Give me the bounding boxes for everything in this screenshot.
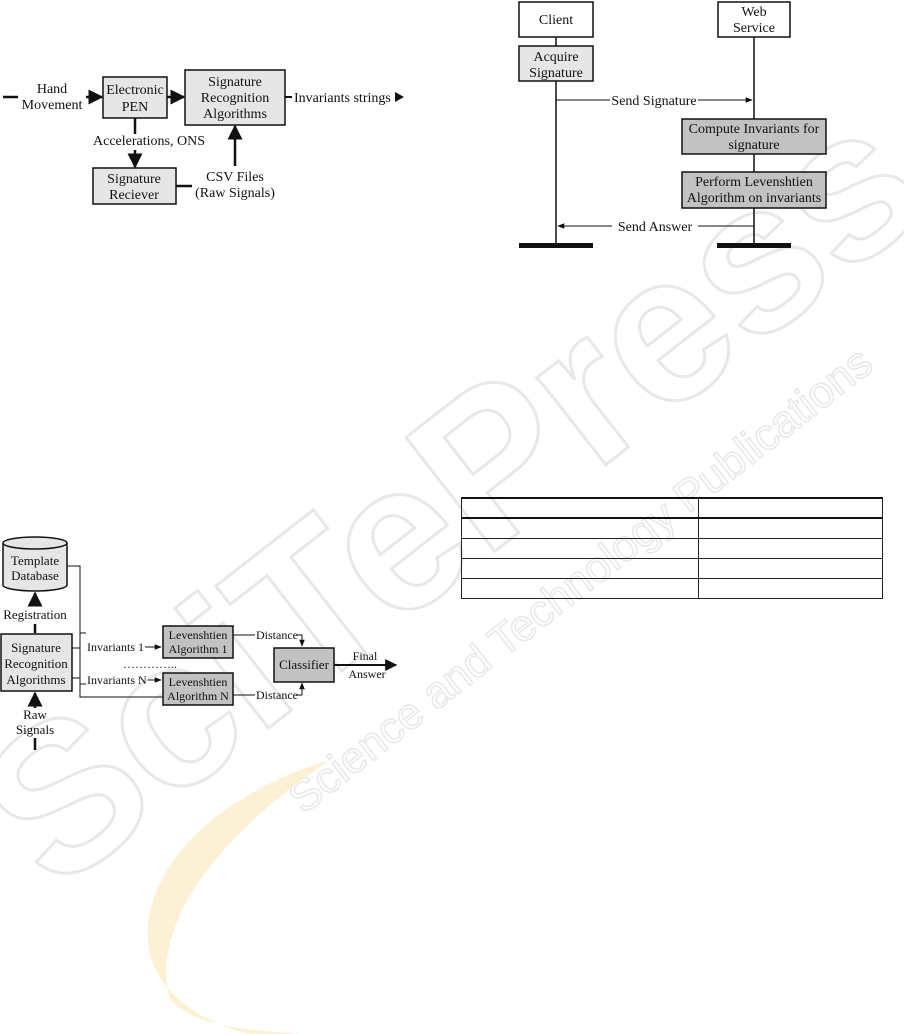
fig3-levn-label-2: Algorithm N: [167, 689, 229, 703]
fig1-pen-label-1: Electronic: [106, 83, 164, 98]
fig3-raw-label-2: Signals: [16, 722, 54, 737]
fig3-classifier-box: [273, 647, 335, 683]
fig2-acquire-label-1: Acquire: [533, 50, 578, 65]
fig3-verification-diagram: Template Database Registration Signature…: [0, 536, 398, 750]
fig3-lev1-label-1: Levenshtien: [169, 628, 228, 642]
table-cell: [461, 517, 699, 539]
fig2-webservice-box: [717, 1, 791, 38]
fig1-algo-label-2: Recognition: [201, 91, 269, 106]
table-cell: [698, 538, 883, 559]
fig2-web-label-1: Web: [741, 5, 766, 20]
fig1-csv-label-1: CSV Files: [206, 170, 264, 185]
fig3-lev1-label-2: Algorithm 1: [169, 642, 228, 656]
fig3-dots-label: …………..: [123, 657, 177, 671]
fig1-algo-label-3: Algorithms: [203, 107, 267, 122]
fig2-send-signature-label: Send Signature: [611, 94, 696, 109]
table-row: [461, 538, 883, 559]
fig2-perform-label-1: Perform Levenshtien: [695, 175, 813, 190]
fig2-perform-label-2: Algorithm on invariants: [687, 191, 822, 206]
fig3-levenshtien-1-box: [162, 625, 234, 659]
fig1-output-arrowhead: [395, 92, 404, 102]
fig2-acquire-box: [518, 45, 594, 82]
fig3-algo-label-3: Algorithms: [6, 672, 65, 687]
fig1-receiver-label-2: Reciever: [109, 188, 159, 203]
fig3-distance-1-label: Distance: [256, 628, 298, 642]
table-row: [461, 517, 883, 539]
fig1-pen-label-2: PEN: [122, 100, 148, 115]
fig1-algo-label-1: Signature: [208, 75, 262, 90]
fig3-algo-label-1: Signature: [11, 640, 61, 655]
fig2-client-box: [518, 1, 594, 38]
fig2-compute-box: [681, 118, 827, 155]
fig1-csv-label-2: (Raw Signals): [195, 186, 275, 201]
fig1-pen-box: [102, 76, 168, 119]
fig2-client-end-bar: [519, 243, 593, 248]
fig3-invariants-n-label: Invariants N: [87, 673, 147, 687]
fig2-perform-box: [681, 171, 827, 209]
fig2-web-label-2: Service: [733, 21, 775, 36]
fig3-db-label-1: Template: [11, 553, 59, 568]
fig3-final-label-2: Answer: [348, 667, 385, 681]
fig3-classifier-label: Classifier: [279, 657, 329, 672]
fig2-webservice-end-bar: [717, 243, 791, 248]
table-row: [461, 558, 883, 579]
table-row: [461, 578, 883, 599]
table-cell: [461, 538, 699, 559]
fig3-levenshtien-n-box: [162, 672, 234, 706]
fig3-raw-label-1: Raw: [23, 707, 47, 722]
fig2-send-answer-label: Send Answer: [618, 220, 693, 235]
fig2-sequence-diagram: Client Web Service Acquire Signature Sen…: [518, 1, 827, 248]
table-cell: [698, 558, 883, 579]
table-cell: [698, 517, 883, 539]
fig3-algo-label-2: Recognition: [4, 656, 68, 671]
fig3-distance-2-label: Distance: [256, 688, 298, 702]
fig3-final-label-1: Final: [353, 649, 378, 663]
fig3-algorithms-box: [0, 633, 73, 692]
fig1-output-label: Invariants strings: [294, 91, 391, 106]
fig1-input-label-2: Movement: [22, 98, 83, 113]
table-cell: [461, 558, 699, 579]
table-cell: [698, 578, 883, 599]
fig1-accel-label: Accelerations, ONS: [93, 134, 205, 149]
table-cell: [461, 578, 699, 599]
fig1-receiver-label-1: Signature: [107, 172, 161, 187]
fig2-compute-label-1: Compute Invariants for: [689, 122, 820, 137]
fig3-invariants-1-label: Invariants 1: [87, 640, 144, 654]
fig3-registration-label: Registration: [3, 607, 67, 622]
table-header-row: [461, 497, 883, 519]
fig3-template-database: [2, 536, 68, 592]
table-cell: [698, 497, 883, 519]
results-table: [461, 497, 883, 599]
fig2-compute-label-2: signature: [728, 138, 779, 153]
fig1-input-label-1: Hand: [37, 82, 67, 97]
watermark-swoosh: [147, 760, 330, 1034]
fig2-client-label: Client: [539, 13, 573, 28]
fig1-block-diagram: Hand Movement Electronic PEN Signature R…: [3, 69, 404, 205]
table-cell: [461, 497, 699, 519]
fig2-acquire-label-2: Signature: [529, 66, 583, 81]
fig3-db-label-2: Database: [11, 568, 59, 583]
fig3-levn-label-1: Levenshtien: [169, 675, 228, 689]
